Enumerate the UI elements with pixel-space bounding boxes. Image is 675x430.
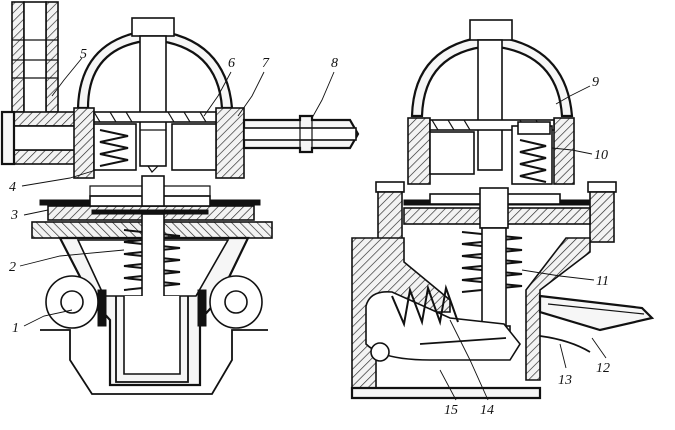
callout-5: 5 [80, 47, 87, 62]
callout-3: 3 [10, 208, 18, 223]
callout-9: 9 [592, 75, 599, 90]
inlet-fitting [11, 1, 59, 115]
left-lower-body [40, 213, 268, 395]
right-diaphragm-flange [375, 181, 617, 243]
callout-14: 14 [480, 403, 494, 418]
outlet-fitting [242, 114, 360, 154]
callout-4: 4 [9, 180, 16, 195]
drain-tube [539, 335, 591, 353]
right-upper-body [407, 117, 575, 185]
callout-8: 8 [331, 56, 338, 71]
callout-10: 10 [594, 148, 608, 163]
callout-7: 7 [262, 56, 270, 71]
lever-assembly [365, 284, 521, 362]
callout-leaders [19, 57, 607, 401]
callout-13: 13 [558, 373, 572, 388]
right-section-view [350, 19, 655, 400]
callout-11: 11 [596, 274, 609, 289]
callout-12: 12 [596, 361, 610, 376]
right-dome-cover [410, 19, 574, 171]
callout-15: 15 [444, 403, 458, 418]
left-section-view [0, 1, 360, 395]
callout-6: 6 [228, 56, 235, 71]
callout-labels: 1 2 3 4 5 6 7 8 9 10 11 12 13 14 15 [9, 47, 610, 418]
hand-lever [538, 294, 655, 332]
left-upper-body [73, 107, 245, 179]
callout-2: 2 [9, 260, 16, 275]
callout-1: 1 [12, 321, 19, 336]
